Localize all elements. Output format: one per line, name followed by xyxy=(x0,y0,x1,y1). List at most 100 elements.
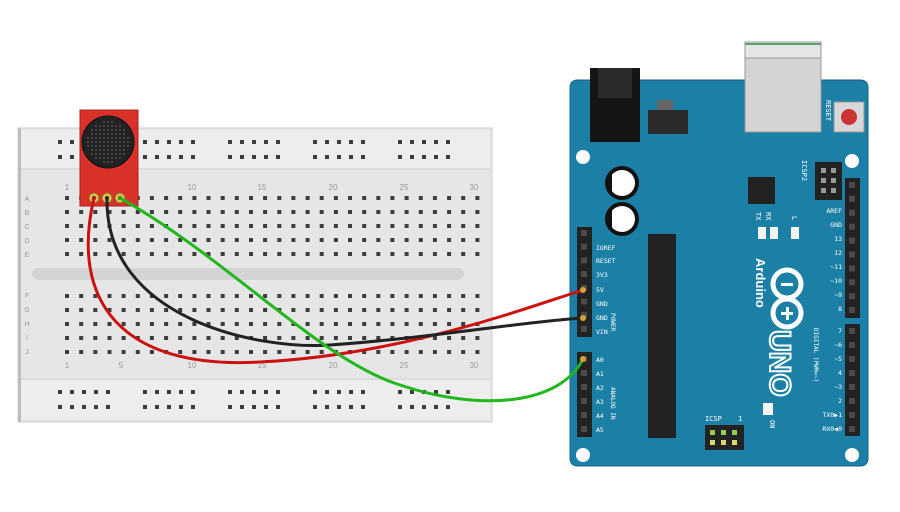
rail-hole xyxy=(240,140,244,144)
digital-header-pin xyxy=(849,195,855,202)
grille-dot xyxy=(111,153,113,155)
grille-dot xyxy=(119,145,121,147)
breadboard-hole xyxy=(461,252,466,256)
breadboard-hole xyxy=(348,196,352,200)
rail-hole xyxy=(191,390,195,394)
col-num-top-30: 30 xyxy=(470,183,479,192)
breadboard-hole xyxy=(164,308,169,312)
breadboard-hole xyxy=(305,308,310,312)
breadboard-hole xyxy=(461,224,466,228)
rail-hole xyxy=(82,405,86,409)
breadboard-hole xyxy=(390,322,395,326)
grille-dot xyxy=(115,133,117,135)
breadboard-hole xyxy=(220,224,225,228)
breadboard-hole xyxy=(220,238,225,242)
breadboard-hole xyxy=(319,308,324,312)
breadboard-hole xyxy=(475,252,480,256)
digital-header-bottom xyxy=(845,324,860,436)
grille-dot xyxy=(119,157,121,159)
breadboard-hole xyxy=(263,350,268,354)
breadboard-hole xyxy=(263,322,268,326)
breadboard-hole xyxy=(93,350,98,354)
rail-hole xyxy=(70,140,74,144)
breadboard-hole xyxy=(418,224,423,228)
breadboard-hole xyxy=(404,196,409,200)
breadboard-hole xyxy=(149,224,154,228)
green-wire[interactable] xyxy=(118,196,585,403)
grille-dot xyxy=(119,133,121,135)
grille-dot xyxy=(111,121,113,123)
rail-hole xyxy=(349,155,353,159)
breadboard-hole xyxy=(277,252,282,256)
grille-dot xyxy=(91,137,93,139)
breadboard-hole xyxy=(234,336,239,340)
rail-hole xyxy=(191,405,195,409)
breadboard-hole xyxy=(390,238,395,242)
breadboard-hole xyxy=(333,196,338,200)
breadboard-hole xyxy=(418,252,423,256)
breadboard-hole xyxy=(376,252,381,256)
digital-pin-7: 7 xyxy=(838,327,842,335)
icsp-pin xyxy=(710,440,715,445)
breadboard-hole xyxy=(305,252,310,256)
breadboard-hole xyxy=(404,350,409,354)
rail-hole xyxy=(422,140,426,144)
breadboard-hole xyxy=(107,308,112,312)
red-wire-end xyxy=(580,287,586,293)
grille-dot xyxy=(91,129,93,131)
rx-led xyxy=(770,227,778,239)
breadboard-hole xyxy=(234,322,239,326)
rail-hole xyxy=(191,155,195,159)
rail-hole xyxy=(446,405,450,409)
breadboard-hole xyxy=(277,350,282,354)
analog-header xyxy=(577,352,592,437)
breadboard-hole xyxy=(192,308,197,312)
rail-hole xyxy=(94,405,98,409)
rail-hole xyxy=(58,405,62,409)
breadboard-hole xyxy=(135,308,140,312)
breadboard-hole xyxy=(291,294,296,298)
breadboard-hole xyxy=(362,308,367,312)
rail-hole xyxy=(106,405,110,409)
breadboard-hole xyxy=(376,308,381,312)
breadboard-hole xyxy=(121,322,126,326)
rail-hole xyxy=(58,140,62,144)
red-wire[interactable] xyxy=(86,196,585,365)
icsp2-label: ICSP2 xyxy=(800,160,808,181)
breadboard-hole xyxy=(149,322,154,326)
rail-hole xyxy=(434,405,438,409)
icsp2-pin xyxy=(831,178,836,183)
rail-hole xyxy=(70,405,74,409)
breadboard-hole xyxy=(376,196,381,200)
breadboard-holes xyxy=(58,140,480,409)
col-num-bottom-25: 25 xyxy=(400,361,409,370)
grille-dot xyxy=(115,125,117,127)
reset-button[interactable] xyxy=(833,101,865,133)
breadboard-hole xyxy=(291,210,296,214)
breadboard-hole xyxy=(263,336,268,340)
digital-header-pin xyxy=(849,237,855,244)
grille-dot xyxy=(127,141,129,143)
usb-port xyxy=(744,41,822,133)
digital-pin-6: ~6 xyxy=(834,341,842,349)
rail-hole xyxy=(252,140,256,144)
grille-dot xyxy=(111,137,113,139)
breadboard-hole xyxy=(249,350,253,354)
digital-pin-rx0: RX0◀0 xyxy=(822,425,842,433)
rail-hole xyxy=(349,405,353,409)
breadboard-hole xyxy=(65,294,69,298)
breadboard-hole xyxy=(206,322,211,326)
breadboard-hole xyxy=(348,308,352,312)
digital-pin-gnd: GND xyxy=(830,221,842,229)
rail-hole xyxy=(276,155,280,159)
breadboard-hole xyxy=(447,322,452,326)
breadboard-hole xyxy=(475,294,480,298)
breadboard-hole xyxy=(121,308,126,312)
power-header-pin xyxy=(581,243,587,250)
breadboard-hole xyxy=(461,196,466,200)
digital-header-pins xyxy=(849,182,855,432)
breadboard-hole xyxy=(362,252,367,256)
breadboard-hole xyxy=(305,238,310,242)
grille-dot xyxy=(123,153,125,155)
rail-hole xyxy=(325,390,329,394)
